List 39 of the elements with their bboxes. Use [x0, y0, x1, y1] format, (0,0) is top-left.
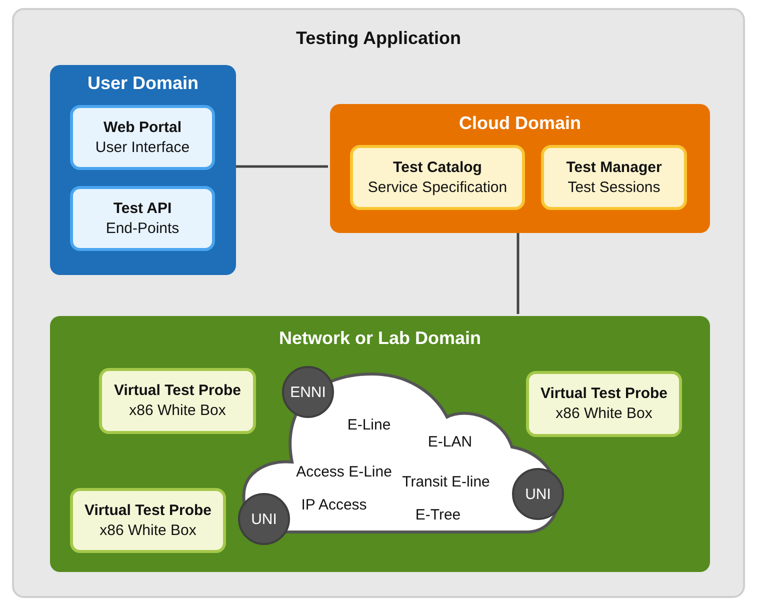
- panel-heading: Cloud Domain: [458, 113, 582, 134]
- card-subtitle: Test Sessions: [568, 178, 660, 198]
- component-card: [350, 145, 525, 210]
- component-card: [70, 186, 215, 251]
- panel-heading: Testing Application: [295, 28, 462, 49]
- card-subtitle: User Interface: [95, 138, 190, 158]
- component-card: [541, 145, 687, 210]
- connector-line: [516, 231, 520, 314]
- panel-heading: Network or Lab Domain: [278, 328, 482, 349]
- card-title: Test Catalog: [393, 158, 482, 178]
- component-card: [99, 368, 256, 434]
- card-title: Test API: [113, 198, 172, 218]
- domain-panel: [50, 316, 710, 572]
- card-title: Virtual Test Probe: [114, 381, 241, 401]
- component-card: [70, 105, 215, 170]
- card-title: Web Portal: [103, 118, 182, 138]
- service-label: E-Line: [347, 416, 391, 434]
- connector-line: [234, 165, 328, 168]
- card-title: Virtual Test Probe: [540, 384, 668, 404]
- service-label: IP Access: [301, 496, 367, 514]
- domain-panel: [50, 65, 236, 275]
- component-card: [70, 488, 226, 553]
- card-subtitle: End-Points: [106, 218, 180, 238]
- outer-panel: [12, 8, 745, 598]
- card-title: Test Manager: [566, 158, 662, 178]
- card-title: Virtual Test Probe: [84, 500, 212, 520]
- service-label: E-Tree: [415, 506, 461, 524]
- interface-circle: ENNI: [282, 366, 334, 418]
- service-label: Access E-Line: [296, 464, 392, 480]
- interface-circle: UNI: [238, 493, 290, 545]
- card-subtitle: x86 White Box: [556, 404, 652, 424]
- service-label: Transit E-line: [402, 474, 490, 490]
- card-subtitle: x86 White Box: [129, 401, 226, 421]
- domain-panel: [330, 104, 710, 233]
- component-card: [526, 371, 682, 437]
- card-subtitle: x86 White Box: [100, 520, 196, 540]
- panel-heading: User Domain: [86, 73, 200, 94]
- service-label: E-LAN: [428, 434, 472, 450]
- card-subtitle: Service Specification: [368, 178, 508, 198]
